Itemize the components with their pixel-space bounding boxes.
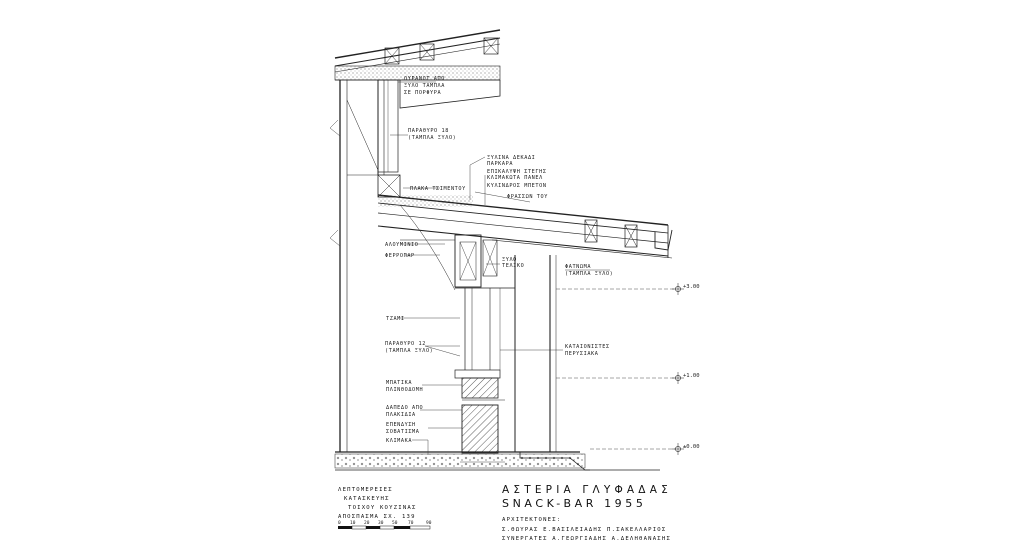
title-left-line4: ΑΠΟΣΠΑΣΜΑ ΣΧ. 139 <box>338 514 416 520</box>
title-left-line2: ΚΑΤΑΣΚΕΥΗΣ <box>344 496 390 502</box>
architects-names: Σ.ΘΩΥΡΑΣ Ε.ΒΑΣΙΛΕΙΑΔΗΣ Π.ΣΑΚΕΛΛΑΡΙΟΣ <box>502 527 666 533</box>
ground-slab <box>334 451 660 471</box>
note-left-2: ΑΛΟΥΜΙΝΙΟ <box>385 242 419 248</box>
annotations-upper: ΟΥΡΑΝΟΣ ΑΠΟ ΞΥΛΟ ΤΑΜΠΛΑ ΣΕ ΠΟΡΦΥΡΑ ΠΑΡΑΘ… <box>404 76 456 141</box>
level-upper: +3.00 <box>683 284 700 290</box>
note-right-5: ΚΑΤΑΙΟΝΙΣΤΕΣ <box>565 344 610 350</box>
note-soffit-3: ΣΕ ΠΟΡΦΥΡΑ <box>404 90 442 96</box>
note-left-7: ΜΠΑΤΙΚΑ <box>386 380 412 386</box>
scale-tick-3: 30 <box>378 520 384 526</box>
scale-tick-0: 0 <box>338 520 341 526</box>
upper-roof <box>334 29 501 109</box>
window-frame-stack <box>399 204 557 452</box>
scale-tick-6: 90 <box>426 520 432 526</box>
note-mid-2: ΠΑΡΚΑΡΑ <box>487 161 513 167</box>
note-left-12: ΣΟΒΑΤΙΣΜΑ <box>386 429 420 435</box>
level-markers: +3.00 +1.00 ±0.00 <box>556 283 700 455</box>
title-block-right: ΑΣΤΕΡΙΑ ΓΛΥΦΑΔΑΣ SNACK-BAR 1955 ΑΡΧΙΤΕΚΤ… <box>502 484 672 542</box>
note-right-4: (ΤΑΜΠΛΑ ΞΥΛΟ) <box>565 271 613 277</box>
level-middle: +1.00 <box>683 373 700 379</box>
note-mid-5: ΚΥΛΙΝΔΡΟΣ ΜΠΕΤΟΝ <box>487 183 547 189</box>
note-left-3: ΦΕΡΡΟΠΑΡ <box>385 253 415 259</box>
scale-tick-4: 50 <box>392 520 398 526</box>
note-soffit-2: ΞΥΛΟ ΤΑΜΠΛΑ <box>404 83 445 89</box>
collaborators-names: ΣΥΝΕΡΓΑΤΕΣ Α.ΓΕΩΡΓΙΑΔΗΣ Α.ΔΕΛΗΘΑΝΑΣΗΣ <box>502 536 671 542</box>
note-left-4: ΤΖΑΜΙ <box>386 316 405 322</box>
title-block-left: ΛΕΠΤΟΜΕΡΕΙΕΣ ΚΑΤΑΣΚΕΥΗΣ ΤΟΙΧΟΥ ΚΟΥΖΙΝΑΣ … <box>338 487 432 530</box>
masonry-base <box>461 377 505 454</box>
building-title: SNACK-BAR 1955 <box>502 497 646 510</box>
note-mid-6: ΦΡΑΣΣΩΝ ΤΟΥ <box>507 194 548 200</box>
note-left-11: ΕΠΕΝΔΥΣΗ <box>386 422 416 428</box>
note-right-1: ΞΥΛΟ <box>502 257 517 263</box>
note-left-13: ΚΛΙΜΑΚΑ <box>386 438 412 444</box>
note-mid-1: ΞΥΛΙΝΑ ΔΕΚΑΔΙ <box>487 155 535 161</box>
note-soffit-1: ΟΥΡΑΝΟΣ ΑΠΟ <box>404 76 445 82</box>
title-left-line3: ΤΟΙΧΟΥ ΚΟΥΖΙΝΑΣ <box>348 505 417 511</box>
annotations-right: ΞΥΛΟ ΤΕΛΙΚΟ ΦΑΤΝΩΜΑ (ΤΑΜΠΛΑ ΞΥΛΟ) ΚΑΤΑΙΟ… <box>502 257 613 357</box>
note-window-upper-sub: (ΤΑΜΠΛΑ ΞΥΛΟ) <box>408 135 456 141</box>
annotations-mid: ΞΥΛΙΝΑ ΔΕΚΑΔΙ ΠΑΡΚΑΡΑ ΕΠΙΚΑΛΥΨΗ ΣΤΕΓΗΣ Κ… <box>487 155 548 200</box>
note-mid-4: ΚΛΙΜΑΚΩΤΑ ΠΑΝΕΛ <box>487 175 543 181</box>
note-left-10: ΠΛΑΚΙΔΙΑ <box>386 412 416 418</box>
annotations-left: ΠΛΑΚΑ ΤΣΙΜΕΝΤΟΥ ΑΛΟΥΜΙΝΙΟ ΦΕΡΡΟΠΑΡ ΤΖΑΜΙ… <box>385 186 466 444</box>
scale-bar: 0 10 20 30 50 70 90 <box>338 520 432 530</box>
note-right-6: ΠΕΡΥΣΙΑΚΑ <box>565 351 599 357</box>
note-right-3: ΦΑΤΝΩΜΑ <box>565 264 591 270</box>
scale-tick-2: 20 <box>364 520 370 526</box>
scale-tick-1: 10 <box>350 520 356 526</box>
leader-lines <box>329 81 610 455</box>
note-left-8: ΠΛΙΝΘΟΔΟΜΗ <box>386 387 423 393</box>
note-left-5: ΠΑΡΑΘΥΡΟ 12 <box>385 341 426 347</box>
scale-tick-5: 70 <box>408 520 414 526</box>
note-right-2: ΤΕΛΙΚΟ <box>502 263 524 269</box>
note-window-upper: ΠΑΡΑΘΥΡΟ 18 <box>408 128 449 134</box>
level-ground: ±0.00 <box>683 444 700 450</box>
main-wall <box>339 79 399 452</box>
note-mid-3: ΕΠΙΚΑΛΥΨΗ ΣΤΕΓΗΣ <box>487 169 547 175</box>
note-left-1: ΠΛΑΚΑ ΤΣΙΜΕΝΤΟΥ <box>410 186 466 192</box>
project-title: ΑΣΤΕΡΙΑ ΓΛΥΦΑΔΑΣ <box>502 484 672 496</box>
architects-label: ΑΡΧΙΤΕΚΤΟΝΕΣ: <box>502 517 561 523</box>
note-left-9: ΔΑΠΕΔΟ ΑΠΟ <box>386 405 423 411</box>
title-left-line1: ΛΕΠΤΟΜΕΡΕΙΕΣ <box>338 487 393 493</box>
note-left-6: (ΤΑΜΠΛΑ ΞΥΛΟ) <box>385 348 433 354</box>
lower-roof <box>377 174 673 259</box>
